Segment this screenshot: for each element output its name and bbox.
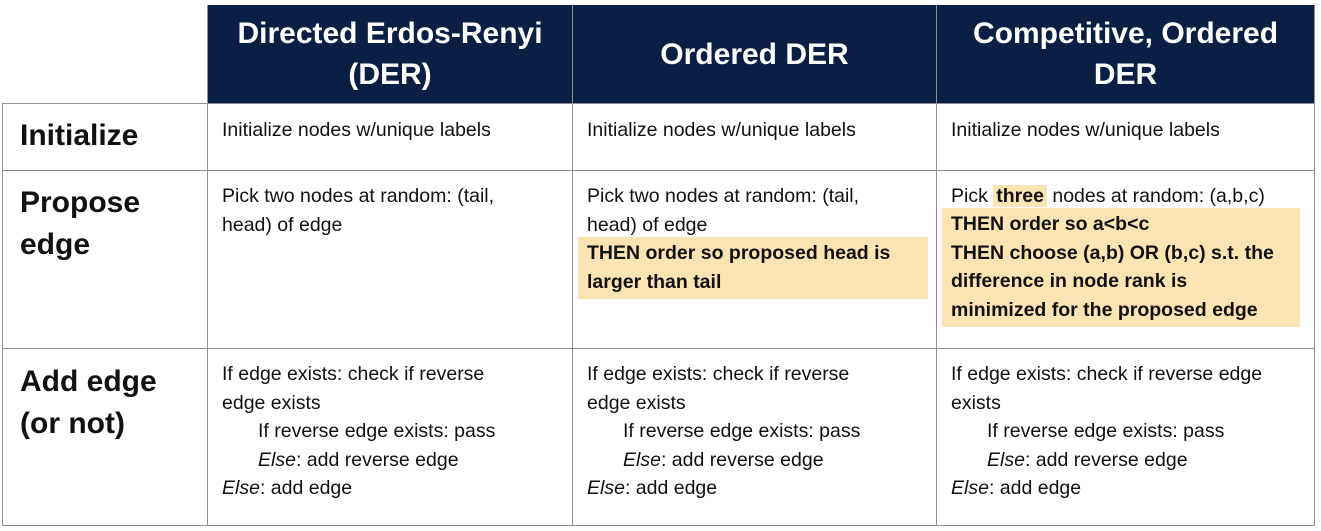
row-label-add-edge: Add edge (or not) (20, 361, 157, 445)
text-line: head) of edge (222, 213, 343, 236)
else-word: Else (587, 477, 625, 499)
text-line: head) of edge (587, 213, 708, 236)
text-fragment: : add edge (259, 477, 353, 499)
highlight-competitive-rule: THEN order so a<b<c THEN choose (a,b) OR… (942, 208, 1300, 327)
row-label-add-line-1: Add edge (20, 365, 157, 398)
highlight-three: three (993, 185, 1047, 207)
highlight-ordered-rule: THEN order so proposed head is larger th… (578, 237, 928, 299)
header-ordered-der: Ordered DER (573, 5, 936, 103)
grid-line (2, 525, 1315, 526)
text-line: Pick two nodes at random: (tail, (587, 185, 860, 207)
grid-line (2, 170, 1315, 171)
cell-propose-ordered: Pick two nodes at random: (tail, head) o… (587, 182, 859, 239)
text-fragment: : add reverse edge (1024, 448, 1188, 471)
row-label-add-line-2: (or not) (20, 407, 125, 440)
header-competitive-line-2: DER (1093, 58, 1158, 91)
cell-initialize-der: Initialize nodes w/unique labels (222, 119, 491, 141)
grid-line (2, 103, 3, 526)
highlight-line: THEN choose (a,b) OR (b,c) s.t. the (951, 241, 1274, 264)
text-fragment: : add edge (624, 477, 718, 499)
text-line: If reverse edge exists: pass (258, 420, 496, 442)
text-line: If reverse edge exists: pass (623, 420, 861, 442)
text-fragment: nodes at random: (a,b,c) (1046, 185, 1265, 207)
else-word: Else (987, 448, 1025, 471)
cell-propose-der: Pick two nodes at random: (tail, head) o… (222, 182, 494, 239)
text-fragment: : add reverse edge (660, 448, 824, 471)
cell-add-ordered: If edge exists: check if reverse edge ex… (587, 360, 860, 503)
row-label-initialize: Initialize (20, 119, 139, 152)
row-label-propose-edge: Propose edge (20, 182, 140, 266)
header-der-line-2: (DER) (348, 58, 432, 91)
text-line: edge exists (222, 391, 321, 414)
highlight-line: THEN order so a<b<c (951, 213, 1150, 235)
grid-line (207, 5, 208, 526)
highlight-line: THEN order so proposed head is (587, 242, 891, 264)
text-fragment: Pick (951, 185, 994, 207)
else-word: Else (258, 448, 296, 471)
cell-initialize-ordered: Initialize nodes w/unique labels (587, 119, 856, 141)
highlight-line: minimized for the proposed edge (951, 298, 1258, 321)
header-ordered-der-text: Ordered DER (660, 37, 849, 71)
header-competitive-ordered-der: Competitive, Ordered DER (937, 5, 1314, 103)
text-fragment: : add reverse edge (295, 448, 459, 471)
text-line: If edge exists: check if reverse (587, 363, 850, 385)
cell-initialize-competitive: Initialize nodes w/unique labels (951, 119, 1220, 141)
text-line: If edge exists: check if reverse edge (951, 363, 1263, 385)
text-fragment: : add edge (988, 477, 1082, 499)
text-line: If reverse edge exists: pass (987, 420, 1225, 442)
else-word: Else (222, 477, 260, 499)
text-line: exists (951, 391, 1001, 414)
highlight-line: larger than tail (587, 270, 722, 293)
text-line: Pick two nodes at random: (tail, (222, 185, 495, 207)
cell-add-competitive: If edge exists: check if reverse edge ex… (951, 360, 1262, 503)
header-der-line-1: Directed Erdos-Renyi (237, 17, 543, 50)
header-competitive-line-1: Competitive, Ordered (972, 17, 1279, 50)
cell-add-der: If edge exists: check if reverse edge ex… (222, 360, 495, 503)
else-word: Else (951, 477, 989, 499)
grid-line (2, 103, 1315, 104)
row-label-propose-line-2: edge (20, 228, 91, 261)
text-line: If edge exists: check if reverse (222, 363, 485, 385)
highlight-line: difference in node rank is (951, 270, 1188, 292)
cell-propose-competitive: Pick three nodes at random: (a,b,c) (951, 182, 1265, 211)
grid-line (1314, 5, 1315, 526)
text-line: edge exists (587, 391, 686, 414)
grid-line (2, 348, 1315, 349)
header-der: Directed Erdos-Renyi (DER) (208, 5, 572, 103)
grid-line (936, 5, 937, 526)
else-word: Else (623, 448, 661, 471)
grid-line (572, 5, 573, 526)
row-label-propose-line-1: Propose (20, 186, 141, 219)
